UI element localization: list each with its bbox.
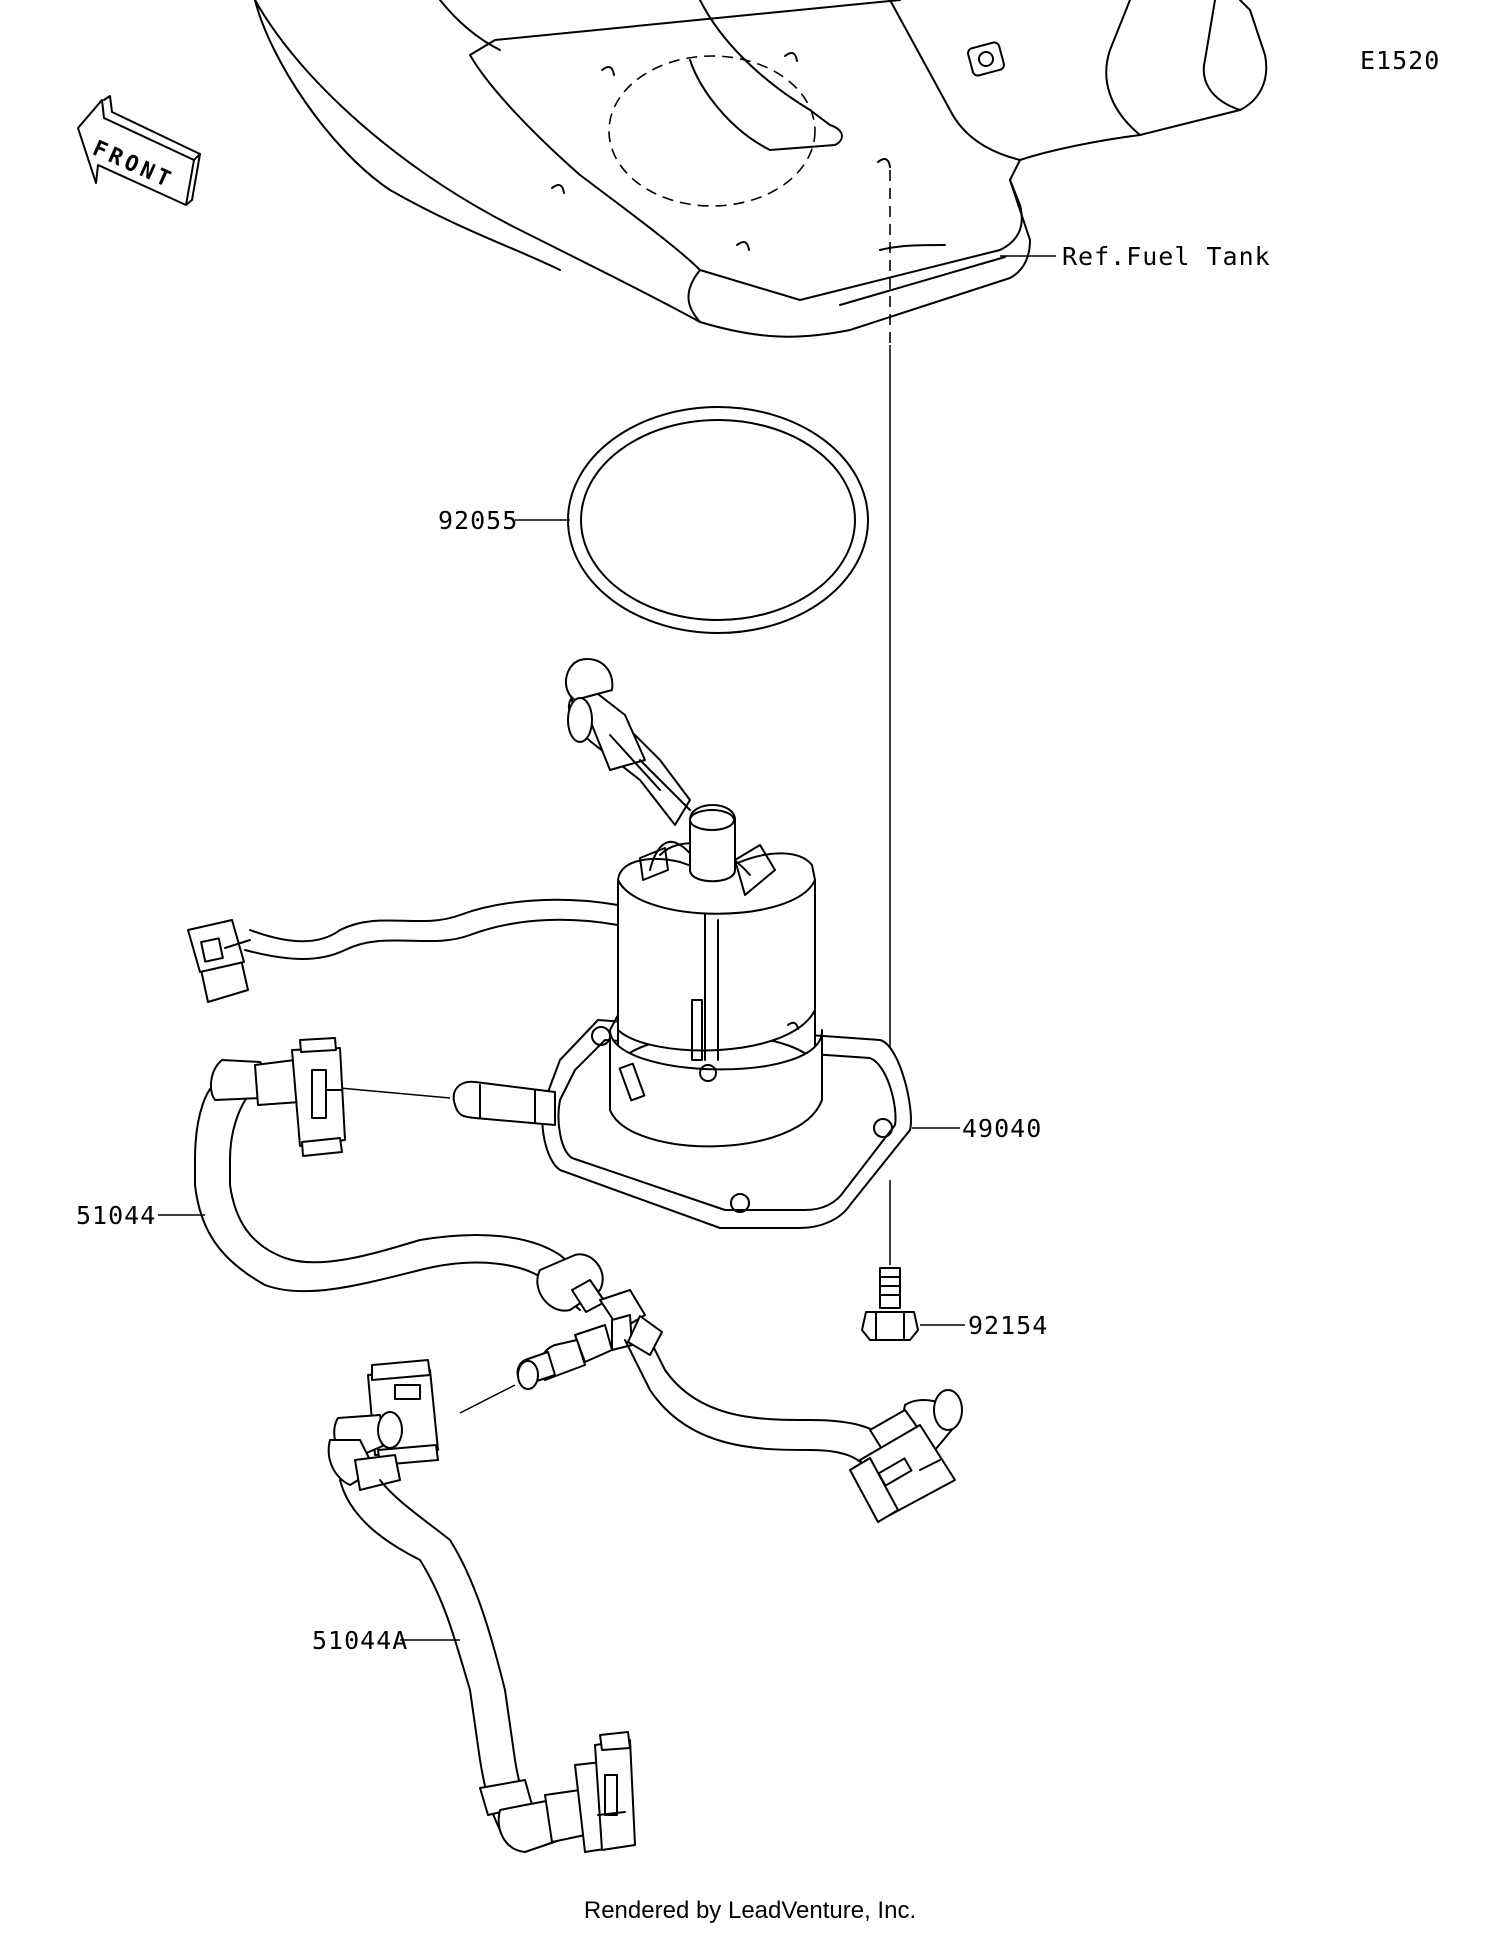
figure-code: E1520 [1360,46,1441,75]
footer-credit: Rendered by LeadVenture, Inc. [583,1897,917,1924]
part-label-51044[interactable]: 51044 [76,1201,157,1230]
fuel-tank-outline [254,0,1268,338]
part-label-49040[interactable]: 49040 [962,1114,1043,1143]
part-label-92055[interactable]: 92055 [438,506,519,535]
part-label-92154[interactable]: 92154 [968,1311,1049,1340]
bolt-drawing [861,1267,919,1341]
part-label-51044A[interactable]: 51044A [312,1626,409,1655]
ref-fuel-tank-label: Ref.Fuel Tank [1062,242,1271,271]
fuel-hose-a-drawing [327,1359,636,1853]
fuel-hose-drawing [194,1037,963,1523]
fuel-pump-drawing [187,658,912,1229]
o-ring-drawing [567,406,869,634]
front-arrow-icon [77,95,201,206]
